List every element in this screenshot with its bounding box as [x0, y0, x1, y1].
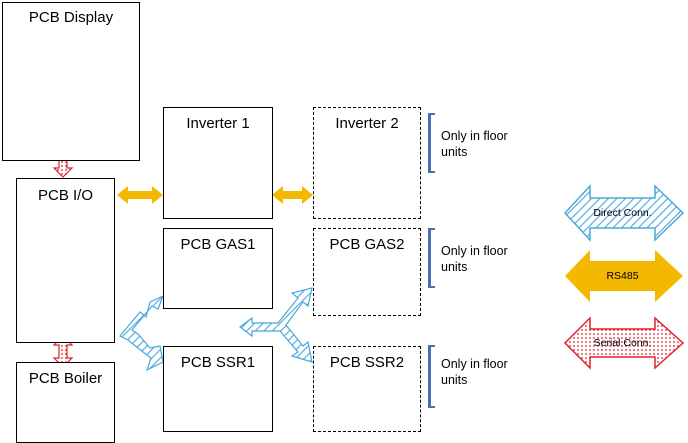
inverter2-note-line1: Only in floor [441, 129, 508, 143]
legend-rs485-label: RS485 [606, 270, 639, 282]
rs485-arrow-inv1-inv2 [272, 186, 313, 204]
inverter1-box: Inverter 1 [163, 107, 273, 219]
pcb-display-title: PCB Display [28, 9, 114, 26]
legend-direct-label: Direct Conn. [593, 207, 652, 219]
direct-arrow-gas2-ssr2 [239, 287, 313, 363]
pcb-boiler-title: PCB Boiler [28, 370, 103, 387]
pcb-ssr2-title: PCB SSR2 [329, 354, 405, 371]
rs485-arrow-io-inv1 [117, 186, 163, 204]
gas2-note: Only in floor units [441, 243, 508, 275]
inverter2-note-bracket [428, 113, 431, 173]
legend-direct-arrow [563, 184, 685, 242]
ssr2-note-line1: Only in floor [441, 357, 508, 371]
pcb-boiler-box: PCB Boiler [16, 362, 115, 443]
inverter2-note-tick [428, 171, 435, 173]
inverter1-title: Inverter 1 [186, 115, 250, 132]
pcb-ssr1-title: PCB SSR1 [180, 354, 256, 371]
ssr2-note-bracket [428, 345, 431, 408]
pcb-io-title: PCB I/O [37, 187, 93, 204]
ssr2-note-line2: units [441, 373, 468, 387]
legend-rs485-arrow [565, 250, 683, 302]
legend-serial-label: Serial Conn. [593, 337, 652, 349]
gas2-note-tick [428, 286, 435, 288]
pcb-gas2-title: PCB GAS2 [329, 236, 405, 253]
pcb-ssr1-box: PCB SSR1 [163, 346, 273, 432]
pcb-gas1-title: PCB GAS1 [180, 236, 256, 253]
pcb-gas2-box: PCB GAS2 [313, 228, 421, 316]
direct-arrow-io-gas1-ssr1 [119, 294, 165, 372]
gas2-note-bracket [428, 228, 431, 288]
gas2-note-tick [428, 228, 435, 230]
gas2-note-line2: units [441, 260, 468, 274]
ssr2-note-tick [428, 345, 435, 347]
inverter2-box: Inverter 2 [313, 107, 421, 219]
inverter2-title: Inverter 2 [335, 115, 399, 132]
pcb-gas1-box: PCB GAS1 [163, 228, 273, 309]
ssr2-note-tick [428, 406, 435, 408]
pcb-display-box: PCB Display [2, 2, 140, 161]
inverter2-note-tick [428, 113, 435, 115]
ssr2-note: Only in floor units [441, 356, 508, 388]
legend-serial-arrow [563, 316, 685, 370]
gas2-note-line1: Only in floor [441, 244, 508, 258]
pcb-ssr2-box: PCB SSR2 [313, 346, 421, 432]
inverter2-note: Only in floor units [441, 128, 508, 160]
inverter2-note-line2: units [441, 145, 468, 159]
pcb-io-box: PCB I/O [16, 178, 115, 343]
